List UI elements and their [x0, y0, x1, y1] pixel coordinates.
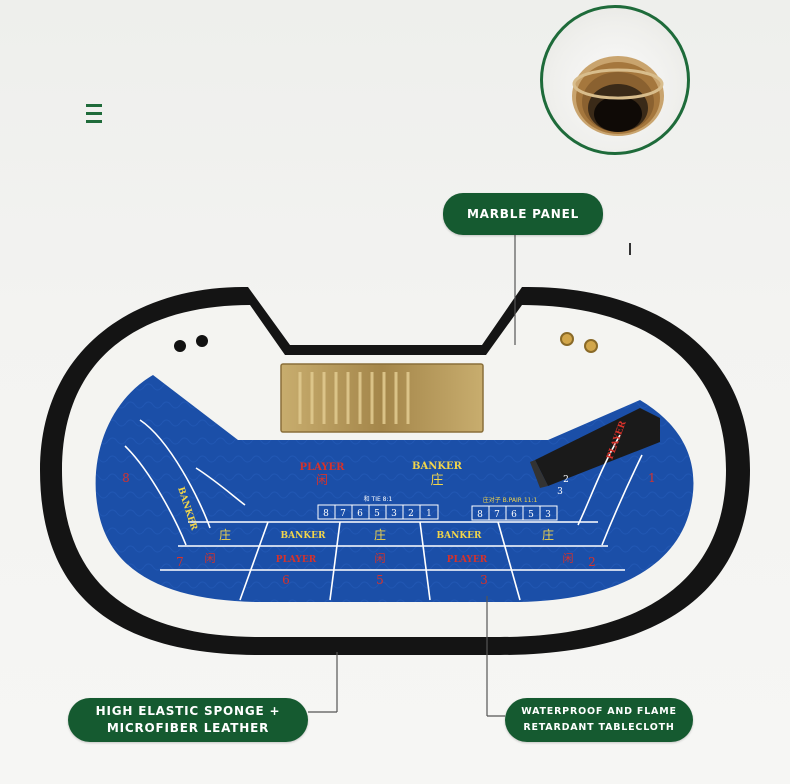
seat-number: 3: [480, 573, 488, 587]
seat-number: 6: [282, 573, 290, 587]
pair-label: 庄对子 B.PAIR 11:1: [483, 496, 538, 504]
tie-box: 1: [426, 509, 432, 519]
player-cn-cell: 闲: [375, 551, 386, 565]
cloth-label-line1: WATERPROOF AND FLAME: [521, 706, 677, 717]
cup-holder-right: [584, 339, 598, 353]
banker-label: BANKER: [412, 461, 463, 472]
player-cn-label: 闲: [316, 473, 328, 487]
pair-box: 5: [528, 510, 534, 520]
dealer-hole-left: [174, 340, 186, 352]
player-cell: PLAYER: [276, 555, 317, 565]
right-box: 2: [563, 475, 569, 485]
player-cn-cell: 闲: [205, 551, 216, 565]
menu-icon[interactable]: [86, 104, 102, 126]
banker-cn-cell: 庄: [374, 527, 386, 542]
player-cn-cell: 闲: [563, 551, 574, 565]
pointer-tick: [629, 243, 631, 255]
player-cell: PLAYER: [447, 555, 488, 565]
tie-boxes-group: 8 7 6 5 3 2 1 和 TIE 8:1: [317, 495, 439, 520]
player-label: PLAYER: [300, 462, 346, 473]
tie-box: 2: [408, 509, 414, 519]
pair-box: 6: [511, 510, 517, 520]
banker-cn-cell: 庄: [542, 527, 554, 542]
card-shoe: [530, 408, 660, 488]
sponge-label-line1: HIGH ELASTIC SPONGE +: [95, 704, 281, 718]
banker-cn-cell: 庄: [219, 527, 231, 542]
tie-box: 3: [391, 509, 397, 519]
seat-number: 7: [176, 555, 184, 569]
pair-box: 7: [494, 510, 500, 520]
cup-holder-icon: [572, 56, 664, 136]
chip-tray: [280, 363, 484, 433]
seat-number: 1: [648, 471, 656, 485]
tie-box: 6: [357, 509, 363, 519]
tie-box: 7: [340, 509, 346, 519]
cup-holder-detail-image: [540, 5, 690, 155]
seat-number: 5: [376, 573, 384, 587]
cup-holder-left: [560, 332, 574, 346]
seat-number: 8: [122, 471, 130, 485]
cloth-label-line2: RETARDANT TABLECLOTH: [523, 722, 675, 733]
marble-panel-callout: MARBLE PANEL: [443, 193, 603, 235]
right-box: 3: [557, 487, 563, 497]
marble-panel-label: MARBLE PANEL: [466, 207, 580, 221]
tie-box: 5: [374, 509, 380, 519]
tie-box: 8: [323, 509, 329, 519]
tie-label: 和 TIE 8:1: [364, 495, 393, 503]
dealer-hole-right: [196, 335, 208, 347]
pair-box: 8: [477, 510, 483, 520]
banker-cn-label: 庄: [430, 472, 443, 488]
pair-box: 3: [545, 510, 551, 520]
banker-cell: BANKER: [437, 531, 482, 541]
seat-number: 2: [588, 555, 596, 569]
sponge-leather-callout: HIGH ELASTIC SPONGE + MICROFIBER LEATHER: [68, 698, 308, 742]
tablecloth-callout: WATERPROOF AND FLAME RETARDANT TABLECLOT…: [505, 698, 693, 742]
pair-boxes-group: 8 7 6 5 3 庄对子 B.PAIR 11:1 3 2: [471, 475, 569, 521]
banker-cell: BANKER: [281, 531, 326, 541]
sponge-label-line2: MICROFIBER LEATHER: [106, 721, 270, 735]
